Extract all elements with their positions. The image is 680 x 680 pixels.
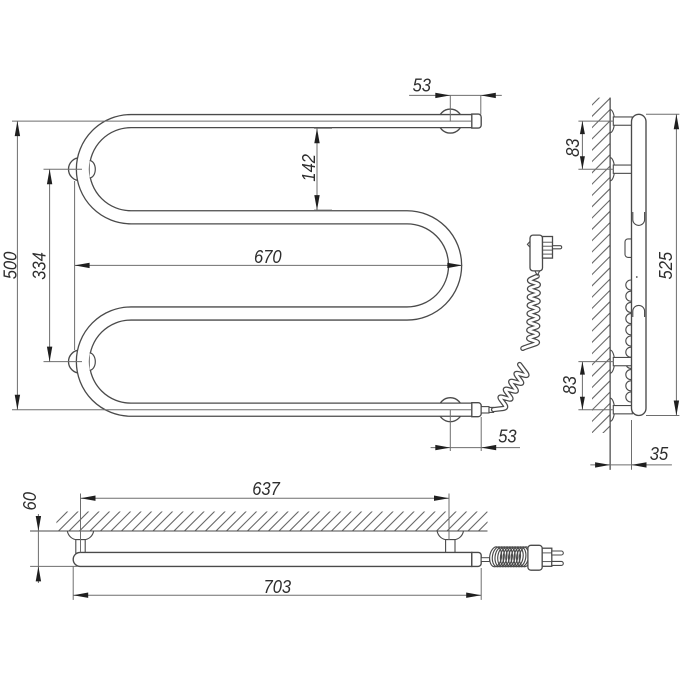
svg-text:60: 60 — [20, 492, 40, 510]
svg-text:142: 142 — [299, 154, 319, 182]
svg-text:53: 53 — [413, 75, 431, 95]
svg-text:334: 334 — [30, 252, 50, 280]
svg-text:670: 670 — [254, 247, 282, 267]
svg-text:703: 703 — [264, 577, 292, 597]
svg-text:83: 83 — [560, 376, 580, 394]
svg-text:637: 637 — [252, 479, 280, 499]
svg-text:500: 500 — [1, 252, 21, 280]
svg-text:53: 53 — [498, 427, 516, 447]
svg-text:35: 35 — [650, 444, 669, 464]
svg-text:525: 525 — [656, 251, 676, 279]
svg-text:83: 83 — [563, 139, 583, 157]
